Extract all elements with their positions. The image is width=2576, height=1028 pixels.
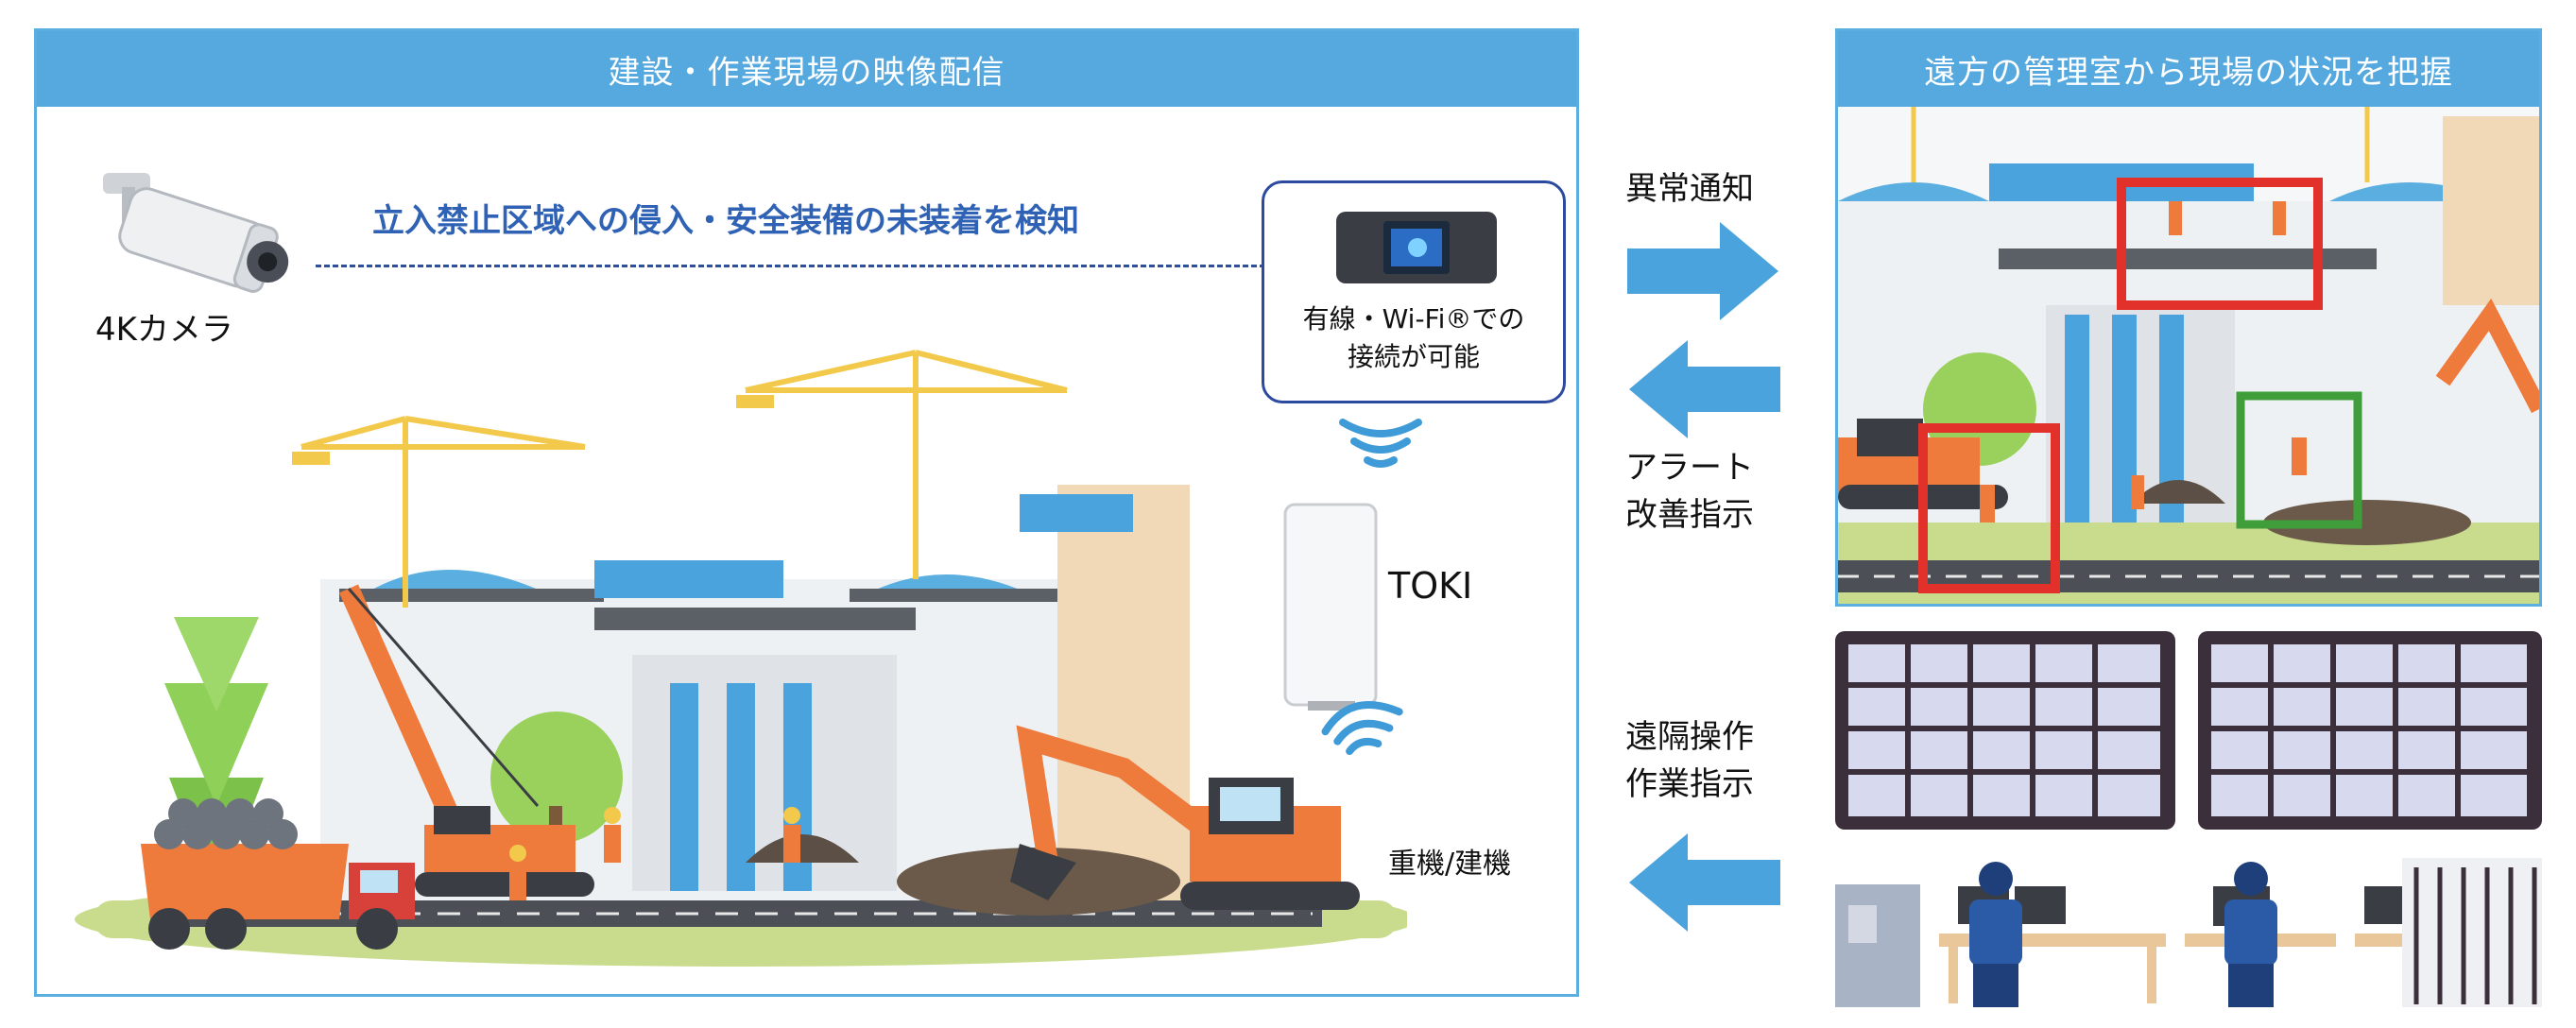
detection-link-line [316, 265, 1265, 267]
security-camera-icon [103, 173, 289, 293]
arrow-left-icon [1629, 833, 1780, 932]
router-label: 有線・Wi-Fi®での 接続が可能 [1264, 300, 1563, 376]
alert-label-line1: アラート [1625, 449, 1754, 487]
construction-site-illustration [75, 350, 1407, 967]
site-panel-title: 建設・作業現場の映像配信 [37, 31, 1576, 107]
monitor-wall-icon [1835, 631, 2542, 830]
router-callout: 有線・Wi-Fi®での 接続が可能 [1262, 180, 1566, 403]
wifi-signal-icon [1339, 419, 1422, 468]
control-room-panel: 遠方の管理室から現場の状況を把握 [1835, 28, 2542, 607]
remote-label-line2: 作業指示 [1625, 765, 1754, 803]
arrow-right-icon [1627, 222, 1778, 320]
wifi-signal-icon [1321, 701, 1403, 756]
router-label-line2: 接続が可能 [1347, 341, 1480, 372]
control-room-illustration [1835, 631, 2542, 1007]
remote-operation-label: 遠隔操作 作業指示 [1625, 713, 1754, 808]
site-streaming-panel: 建設・作業現場の映像配信 4Kカメラ 立入禁止区域への侵入・安全装備の未装着を検… [34, 28, 1579, 997]
arrow-left-icon [1629, 340, 1780, 438]
detection-text: 立入禁止区域への侵入・安全装備の未装着を検知 [372, 202, 1079, 240]
wireless-terminal-icon [1336, 212, 1497, 283]
control-panel-title: 遠方の管理室から現場の状況を把握 [1838, 31, 2539, 107]
monitoring-view-illustration [1838, 107, 2539, 604]
camera-label: 4Kカメラ [95, 311, 233, 349]
remote-label-line1: 遠隔操作 [1625, 718, 1754, 756]
wifi-router-icon [1283, 503, 1378, 711]
toki-label: TOKI [1388, 565, 1473, 607]
router-label-line1: 有線・Wi-Fi®での [1302, 303, 1525, 334]
alert-label-line2: 改善指示 [1625, 496, 1754, 534]
alert-instruction-label: アラート 改善指示 [1625, 444, 1754, 539]
anomaly-notice-label: 異常通知 [1625, 170, 1754, 208]
machine-label: 重機/建機 [1388, 848, 1512, 881]
